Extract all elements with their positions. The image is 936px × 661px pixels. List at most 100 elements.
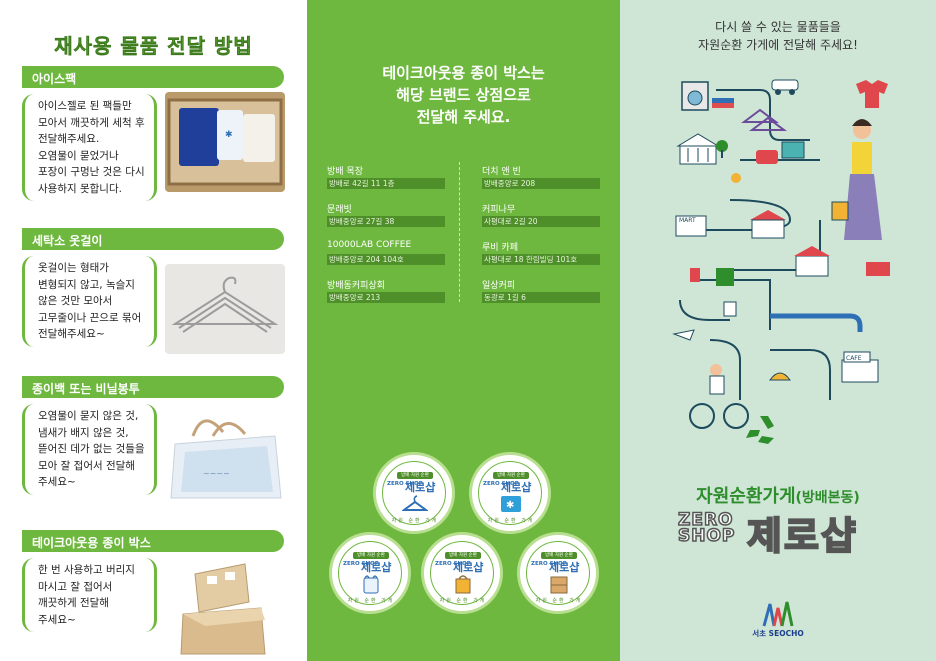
store-item: 루비 카페 사평대로 18 한림빌딩 101호 xyxy=(482,240,600,265)
text-line: 포장이 구멍난 것은 다시 xyxy=(38,166,145,178)
cafe-icon xyxy=(841,359,879,383)
zero-shop-english: ZERO SHOP xyxy=(677,510,736,546)
badge-bottom-label: 자원 순환 가게 xyxy=(535,598,583,604)
text-line: 전달해주세요~ xyxy=(38,328,105,340)
section-text: 오염물이 묻지 않은 것, 냄새가 배지 않은 것, 뜯어진 데가 없는 것들을… xyxy=(22,404,157,495)
badge-top-label: 방배 자원 순환 xyxy=(353,552,389,559)
main-title: 재사용 물품 전달 방법 xyxy=(54,34,253,59)
section-header: 테이크아웃용 종이 박스 xyxy=(22,530,284,552)
person-icon xyxy=(852,142,872,174)
takeout-box-photo xyxy=(165,554,285,659)
section-header: 세탁소 옷걸이 xyxy=(22,228,284,250)
paper-bag-icon xyxy=(455,575,471,594)
zero-line: ZERO xyxy=(677,510,734,530)
tshirt-icon xyxy=(856,80,888,108)
zero-shop-badge-bag: 방배 자원 순환 ZERO SHOP 제로샵 자원 순환 가게 xyxy=(329,532,411,614)
badge-ring: 방배 자원 순환 ZERO SHOP 제로샵 자원 순환 가게 xyxy=(338,541,402,605)
text-line: 오염물이 묻었거나 xyxy=(38,149,119,162)
text-line: 모아 잘 접어서 전달해 xyxy=(38,459,135,472)
middle-title: 테이크아웃용 종이 박스는 해당 브랜드 상점으로 전달해 주세요. xyxy=(307,62,620,128)
icepack-photo: ✱ xyxy=(165,92,285,192)
recycle-icon xyxy=(746,416,774,444)
right-heading: 다시 쓸 수 있는 물품들을 자원순환 가게에 전달해 주세요! xyxy=(620,18,936,54)
store-name: 10000LAB COFFEE xyxy=(327,240,412,250)
store-address: 방배로 42길 11 1층 xyxy=(327,178,445,189)
store-name: 방배동커피상회 xyxy=(327,281,385,291)
right-panel: 다시 쓸 수 있는 물품들을 자원순환 가게에 전달해 주세요! xyxy=(620,0,936,661)
badge-jero-text: 제로샵 xyxy=(453,561,484,574)
title-line: 전달해 주세요. xyxy=(416,108,511,126)
mart-label: MART xyxy=(679,217,696,224)
box-icon xyxy=(550,576,568,594)
badge-jero-text: 제로샵 xyxy=(549,561,580,574)
store-item: 커피나무 사평대로 2길 20 xyxy=(482,202,600,227)
badge-ring: 방배 자원 순환 ZERO SHOP 제로샵 자원 순환 가게 xyxy=(526,541,590,605)
text-line: 깨끗하게 전달해 xyxy=(38,597,109,609)
text-line: 않은 것만 모아서 xyxy=(38,295,113,307)
badge-bottom-label: 자원 순환 가게 xyxy=(439,598,487,604)
store-name: 일상커피 xyxy=(482,281,516,291)
shop-line: SHOP xyxy=(677,526,736,546)
text-line: 사용하지 못합니다. xyxy=(38,182,122,195)
text-line: 고무줄이나 끈으로 묶어 xyxy=(38,311,142,324)
store-name: 방배 목장 xyxy=(327,167,363,177)
text-line: 모아서 깨끗하게 세척 후 xyxy=(38,116,145,129)
store-name: 커피나무 xyxy=(482,205,516,215)
badge-zero-text: ZERO SHOP xyxy=(343,561,379,567)
zero-shop-badge-icepack: 방배 자원 순환 ZERO SHOP 제로샵 ✱ 자원 순환 가게 xyxy=(469,452,551,534)
middle-panel: 테이크아웃용 종이 박스는 해당 브랜드 상점으로 전달해 주세요. 방배 목장… xyxy=(307,0,620,661)
svg-text:✱: ✱ xyxy=(225,130,233,140)
text-line: 냄새가 배지 않은 것, xyxy=(38,426,129,439)
store-address: 동광로 1길 6 xyxy=(482,292,600,303)
zero-shop-korean-title: 제로샵 xyxy=(746,513,858,559)
seocho-logo-icon xyxy=(762,601,794,627)
badge-zero-text: ZERO SHOP xyxy=(435,561,471,567)
badge-top-label: 방배 자원 순환 xyxy=(397,472,433,479)
heading-line: 자원순환 가게에 전달해 주세요! xyxy=(698,38,858,52)
text-line: 뜯어진 데가 없는 것들을 xyxy=(38,443,145,455)
icepack-icon: ✱ xyxy=(501,496,521,512)
store-item: 10000LAB COFFEE 방배중앙로 204 104호 xyxy=(327,240,445,265)
store-item: 문래빗 방배중앙로 27길 38 xyxy=(327,202,445,227)
text-line: 마시고 잘 접어서 xyxy=(38,580,113,593)
store-address: 방배중앙로 208 xyxy=(482,178,600,189)
badge-ring: 방배 자원 순환 ZERO SHOP 제로샵 ✱ 자원 순환 가게 xyxy=(478,461,542,525)
store-item: 더치 앤 빈 방배중앙로 208 xyxy=(482,164,600,189)
text-line: 오염물이 묻지 않은 것, xyxy=(38,410,139,422)
text-line: 한 번 사용하고 버리지 xyxy=(38,564,135,576)
section-text: 한 번 사용하고 버리지 마시고 잘 접어서 깨끗하게 전달해 주세요~ xyxy=(22,558,157,632)
zero-shop-badge-paperbag: 방배 자원 순환 ZERO SHOP 제로샵 자원 순환 가게 xyxy=(421,532,503,614)
bag-photo: ~~~~ xyxy=(165,406,285,502)
hanger-icon xyxy=(741,108,779,123)
badge-zero-text: ZERO SHOP xyxy=(387,481,423,487)
seocho-logo-text: 서초 SEOCHO xyxy=(752,629,804,638)
store-address: 방배중앙로 27길 38 xyxy=(327,216,445,227)
badge-top-label: 방배 자원 순환 xyxy=(445,552,481,559)
badge-zero-text: ZERO SHOP xyxy=(531,561,567,567)
store-address: 사평대로 2길 20 xyxy=(482,216,600,227)
badge-jero-text: 제로샵 xyxy=(501,481,532,494)
subtitle-main: 자원순환가게 xyxy=(696,486,796,507)
bicycle-icon xyxy=(689,403,715,429)
hanger-photo xyxy=(165,264,285,354)
text-line: 옷걸이는 형태가 xyxy=(38,262,109,274)
badge-jero-text: 제로샵 xyxy=(361,561,392,574)
zero-shop-badge-hanger: 방배 자원 순환 ZERO SHOP 제로샵 자원 순환 가게 xyxy=(373,452,455,534)
section-text: 아이스젤로 된 팩들만 모아서 깨끗하게 세척 후 전달해주세요. 오염물이 묻… xyxy=(22,94,157,201)
badge-zero-text: ZERO SHOP xyxy=(483,481,519,487)
subtitle-paren: (방배본동) xyxy=(795,490,860,506)
store-item: 일상커피 동광로 1길 6 xyxy=(482,278,600,303)
svg-text:✱: ✱ xyxy=(506,500,514,511)
shop-icon xyxy=(751,219,785,239)
badge-bottom-label: 자원 순환 가게 xyxy=(391,518,439,524)
store-name: 루비 카페 xyxy=(482,243,518,253)
text-line: 변형되지 않고, 녹슬지 xyxy=(38,278,135,291)
text-line: 주세요~ xyxy=(38,476,76,488)
hanger-icon xyxy=(402,495,428,511)
badge-jero-text: 제로샵 xyxy=(405,481,436,494)
badge-ring: 방배 자원 순환 ZERO SHOP 제로샵 자원 순환 가게 xyxy=(382,461,446,525)
mart-icon xyxy=(675,215,707,237)
section-text: 옷걸이는 형태가 변형되지 않고, 녹슬지 않은 것만 모아서 고무줄이나 끈으… xyxy=(22,256,157,347)
text-line: 아이스젤로 된 팩들만 xyxy=(38,100,132,112)
heading-line: 다시 쓸 수 있는 물품들을 xyxy=(715,20,841,34)
